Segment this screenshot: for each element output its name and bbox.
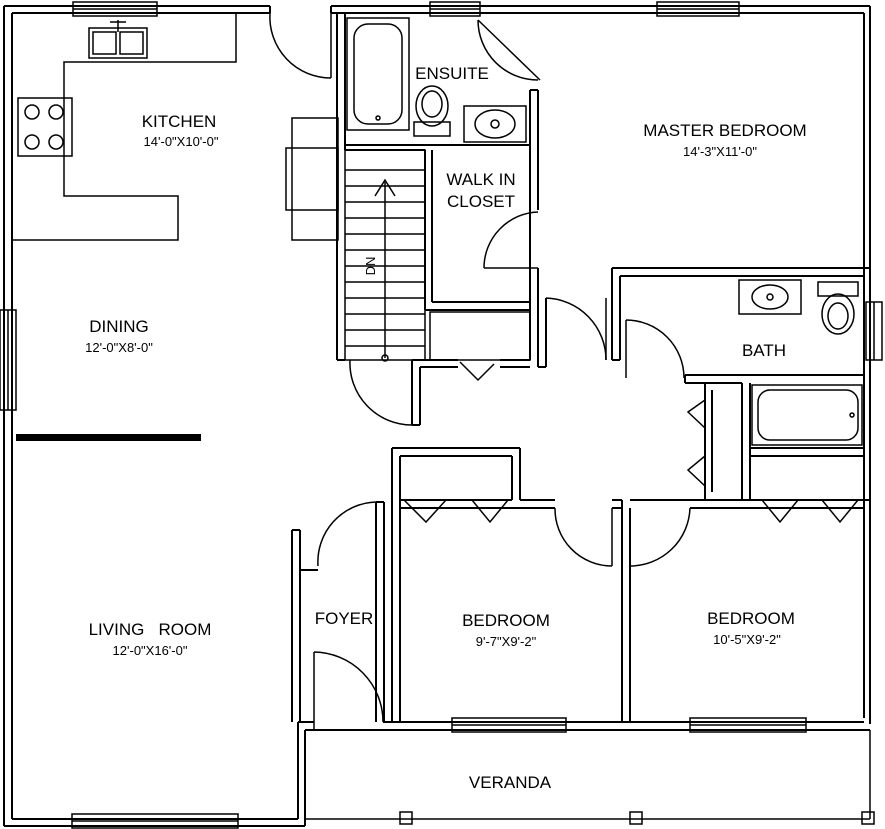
sink-ensuite xyxy=(463,105,527,143)
kitchen-size: 14'-0"X10'-0" xyxy=(144,134,219,149)
stairs-down-label: DN xyxy=(363,257,378,276)
bathtub-ensuite xyxy=(346,17,410,131)
master-label: MASTER BEDROOM xyxy=(643,121,806,140)
bedroom2-door xyxy=(629,507,691,567)
linen-closet xyxy=(429,311,531,382)
master-door xyxy=(545,297,607,361)
kitchen-label: KITCHEN xyxy=(142,112,217,131)
foyer-label: FOYER xyxy=(315,609,374,628)
stair-door xyxy=(349,359,413,426)
bedroom2-closet-doors xyxy=(761,499,859,524)
toilet-ensuite xyxy=(413,85,451,137)
master-size: 14'-3"X11'-0" xyxy=(683,144,757,159)
master-walls xyxy=(538,267,870,368)
bath-toilet xyxy=(817,281,859,335)
front-door xyxy=(313,651,384,731)
bath-label: BATH xyxy=(742,341,786,360)
walkin-label-2: CLOSET xyxy=(447,192,515,211)
bedroom1-label: BEDROOM xyxy=(462,611,550,630)
walkin-door xyxy=(483,211,539,269)
living-label: LIVING ROOM xyxy=(89,620,212,639)
bath-tub xyxy=(751,384,863,446)
bath-sink xyxy=(738,279,802,315)
veranda xyxy=(305,730,875,825)
bedroom1-size: 9'-7"X9'-2" xyxy=(476,634,537,649)
living-size: 12'-0"X16'-0" xyxy=(113,643,188,658)
foyer-closet-door xyxy=(317,501,377,567)
stove xyxy=(17,97,73,157)
kitchen-door xyxy=(269,12,332,79)
bedroom1-door xyxy=(554,507,613,567)
bedroom2-label: BEDROOM xyxy=(707,609,795,628)
veranda-label: VERANDA xyxy=(469,773,552,792)
ensuite-door xyxy=(477,19,541,81)
fridge xyxy=(285,117,339,241)
dining-partition xyxy=(16,434,201,441)
kitchen-sink xyxy=(88,20,148,59)
dining-label: DINING xyxy=(89,317,149,336)
bedroom2-size: 10'-5"X9'-2" xyxy=(713,632,781,647)
ensuite-label: ENSUITE xyxy=(415,64,489,83)
hall-closet-doors xyxy=(686,399,706,487)
stair-arrow xyxy=(374,178,396,362)
bath-door xyxy=(625,319,685,379)
kitchen-counter xyxy=(12,13,237,241)
room-labels: KITCHEN 14'-0"X10'-0" DINING 12'-0"X8'-0… xyxy=(85,64,807,792)
bedroom1-closet-doors xyxy=(403,499,509,524)
bedroom-walls xyxy=(391,447,870,722)
dining-size: 12'-0"X8'-0" xyxy=(85,340,153,355)
bath-walls xyxy=(684,374,864,501)
exterior-walls xyxy=(3,5,871,827)
walkin-label-1: WALK IN xyxy=(446,170,515,189)
